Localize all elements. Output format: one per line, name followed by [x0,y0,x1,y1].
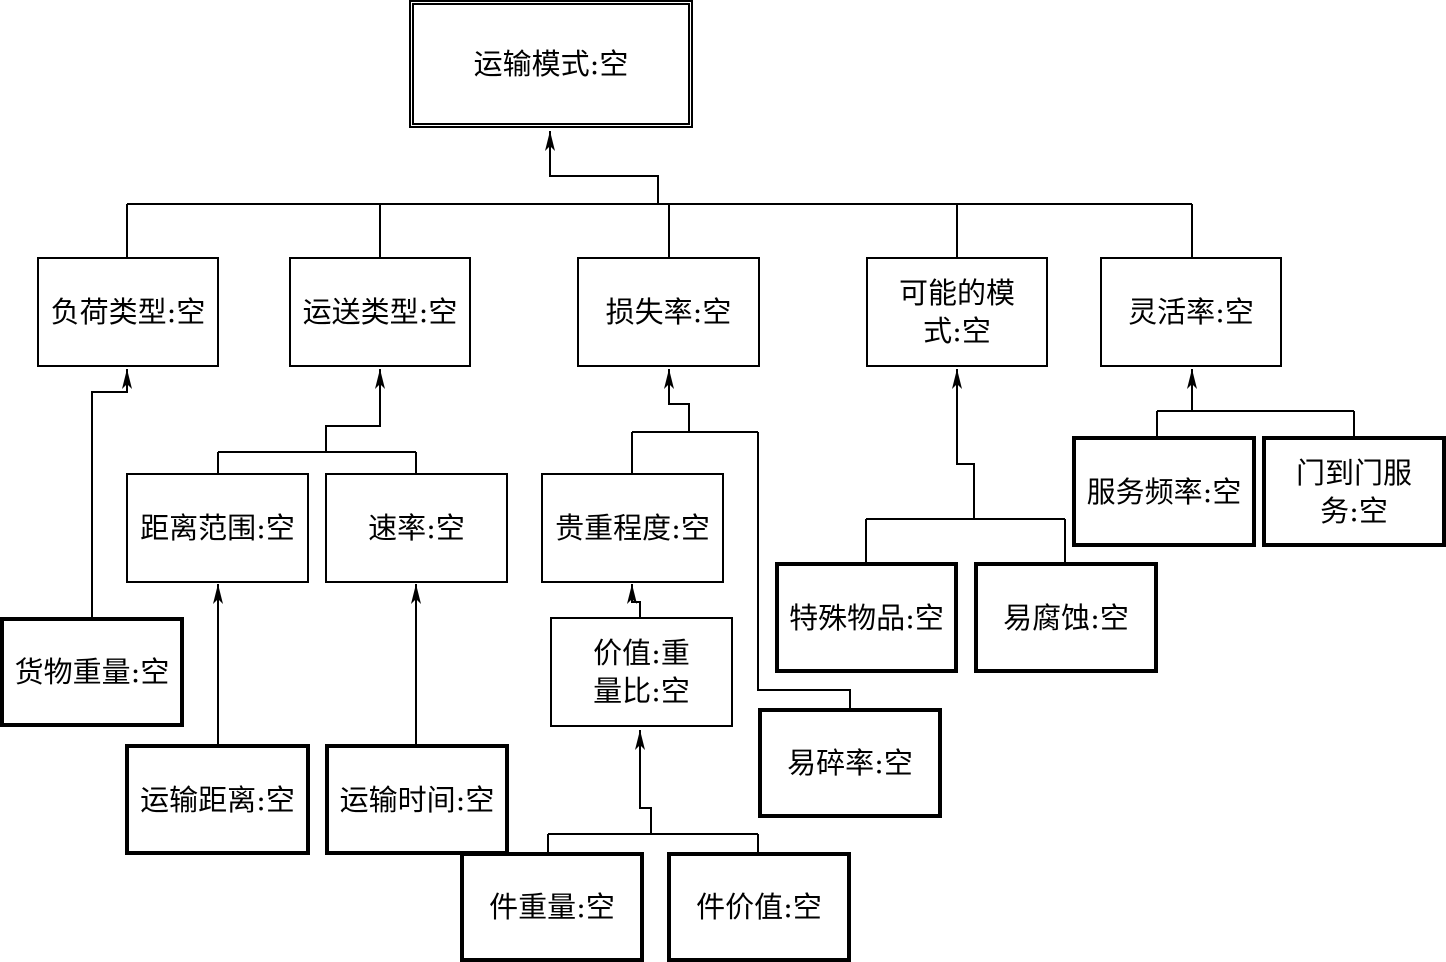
connector-preciousness [627,584,641,618]
node-label: 运送类型:空 [302,295,458,329]
node-transport-time: 运输时间:空 [325,744,509,855]
node-value-weight-ratio: 价值:重 量比:空 [550,617,733,727]
node-unit-value: 件价值:空 [667,852,851,962]
connector-delivery-type [325,369,385,452]
node-label: 易碎率:空 [787,746,913,780]
node-label: 贵重程度:空 [555,511,710,545]
node-label: 易腐蚀:空 [1003,600,1129,635]
node-delivery-type: 运送类型:空 [289,257,471,367]
node-unit-weight: 件重量:空 [460,852,644,962]
node-label: 价值:重 量比:空 [593,636,690,708]
node-label: 运输距离:空 [140,782,295,817]
node-label: 运输模式:空 [473,47,629,81]
node-loss-rate: 损失率:空 [577,257,760,367]
node-label: 负荷类型:空 [50,295,206,329]
node-cargo-weight: 货物重量:空 [0,617,184,727]
node-label: 货物重量:空 [14,655,170,689]
node-label: 距离范围:空 [140,511,295,545]
node-load-type: 负荷类型:空 [37,257,219,367]
node-transport-mode: 运输模式:空 [409,0,693,128]
node-label: 特殊物品:空 [789,600,944,635]
connector-root [545,131,659,204]
node-label: 速率:空 [368,511,465,545]
node-possible-mode: 可能的模 式:空 [866,257,1048,367]
connector-load-type [91,369,132,619]
node-door-to-door: 门到门服 务:空 [1262,436,1446,547]
node-fragility: 易碎率:空 [758,708,942,818]
node-distance-range: 距离范围:空 [126,473,309,583]
node-label: 可能的模 式:空 [898,276,1015,348]
node-special-goods: 特殊物品:空 [775,562,958,673]
node-label: 服务频率:空 [1086,474,1242,509]
node-perishable: 易腐蚀:空 [974,562,1158,673]
node-service-frequency: 服务频率:空 [1072,436,1256,547]
node-label: 损失率:空 [605,295,732,329]
node-speed: 速率:空 [325,473,508,583]
node-flexibility: 灵活率:空 [1100,257,1282,367]
connector-possible-mode [952,369,975,519]
node-label: 灵活率:空 [1128,295,1254,329]
node-preciousness: 贵重程度:空 [541,473,724,583]
node-label: 件价值:空 [696,890,822,924]
node-transport-distance: 运输距离:空 [125,744,310,855]
node-label: 门到门服 务:空 [1295,455,1412,528]
node-label: 件重量:空 [489,890,615,924]
connector-value-weight [635,730,652,834]
node-label: 运输时间:空 [339,782,495,817]
connector-loss-rate [664,369,690,432]
